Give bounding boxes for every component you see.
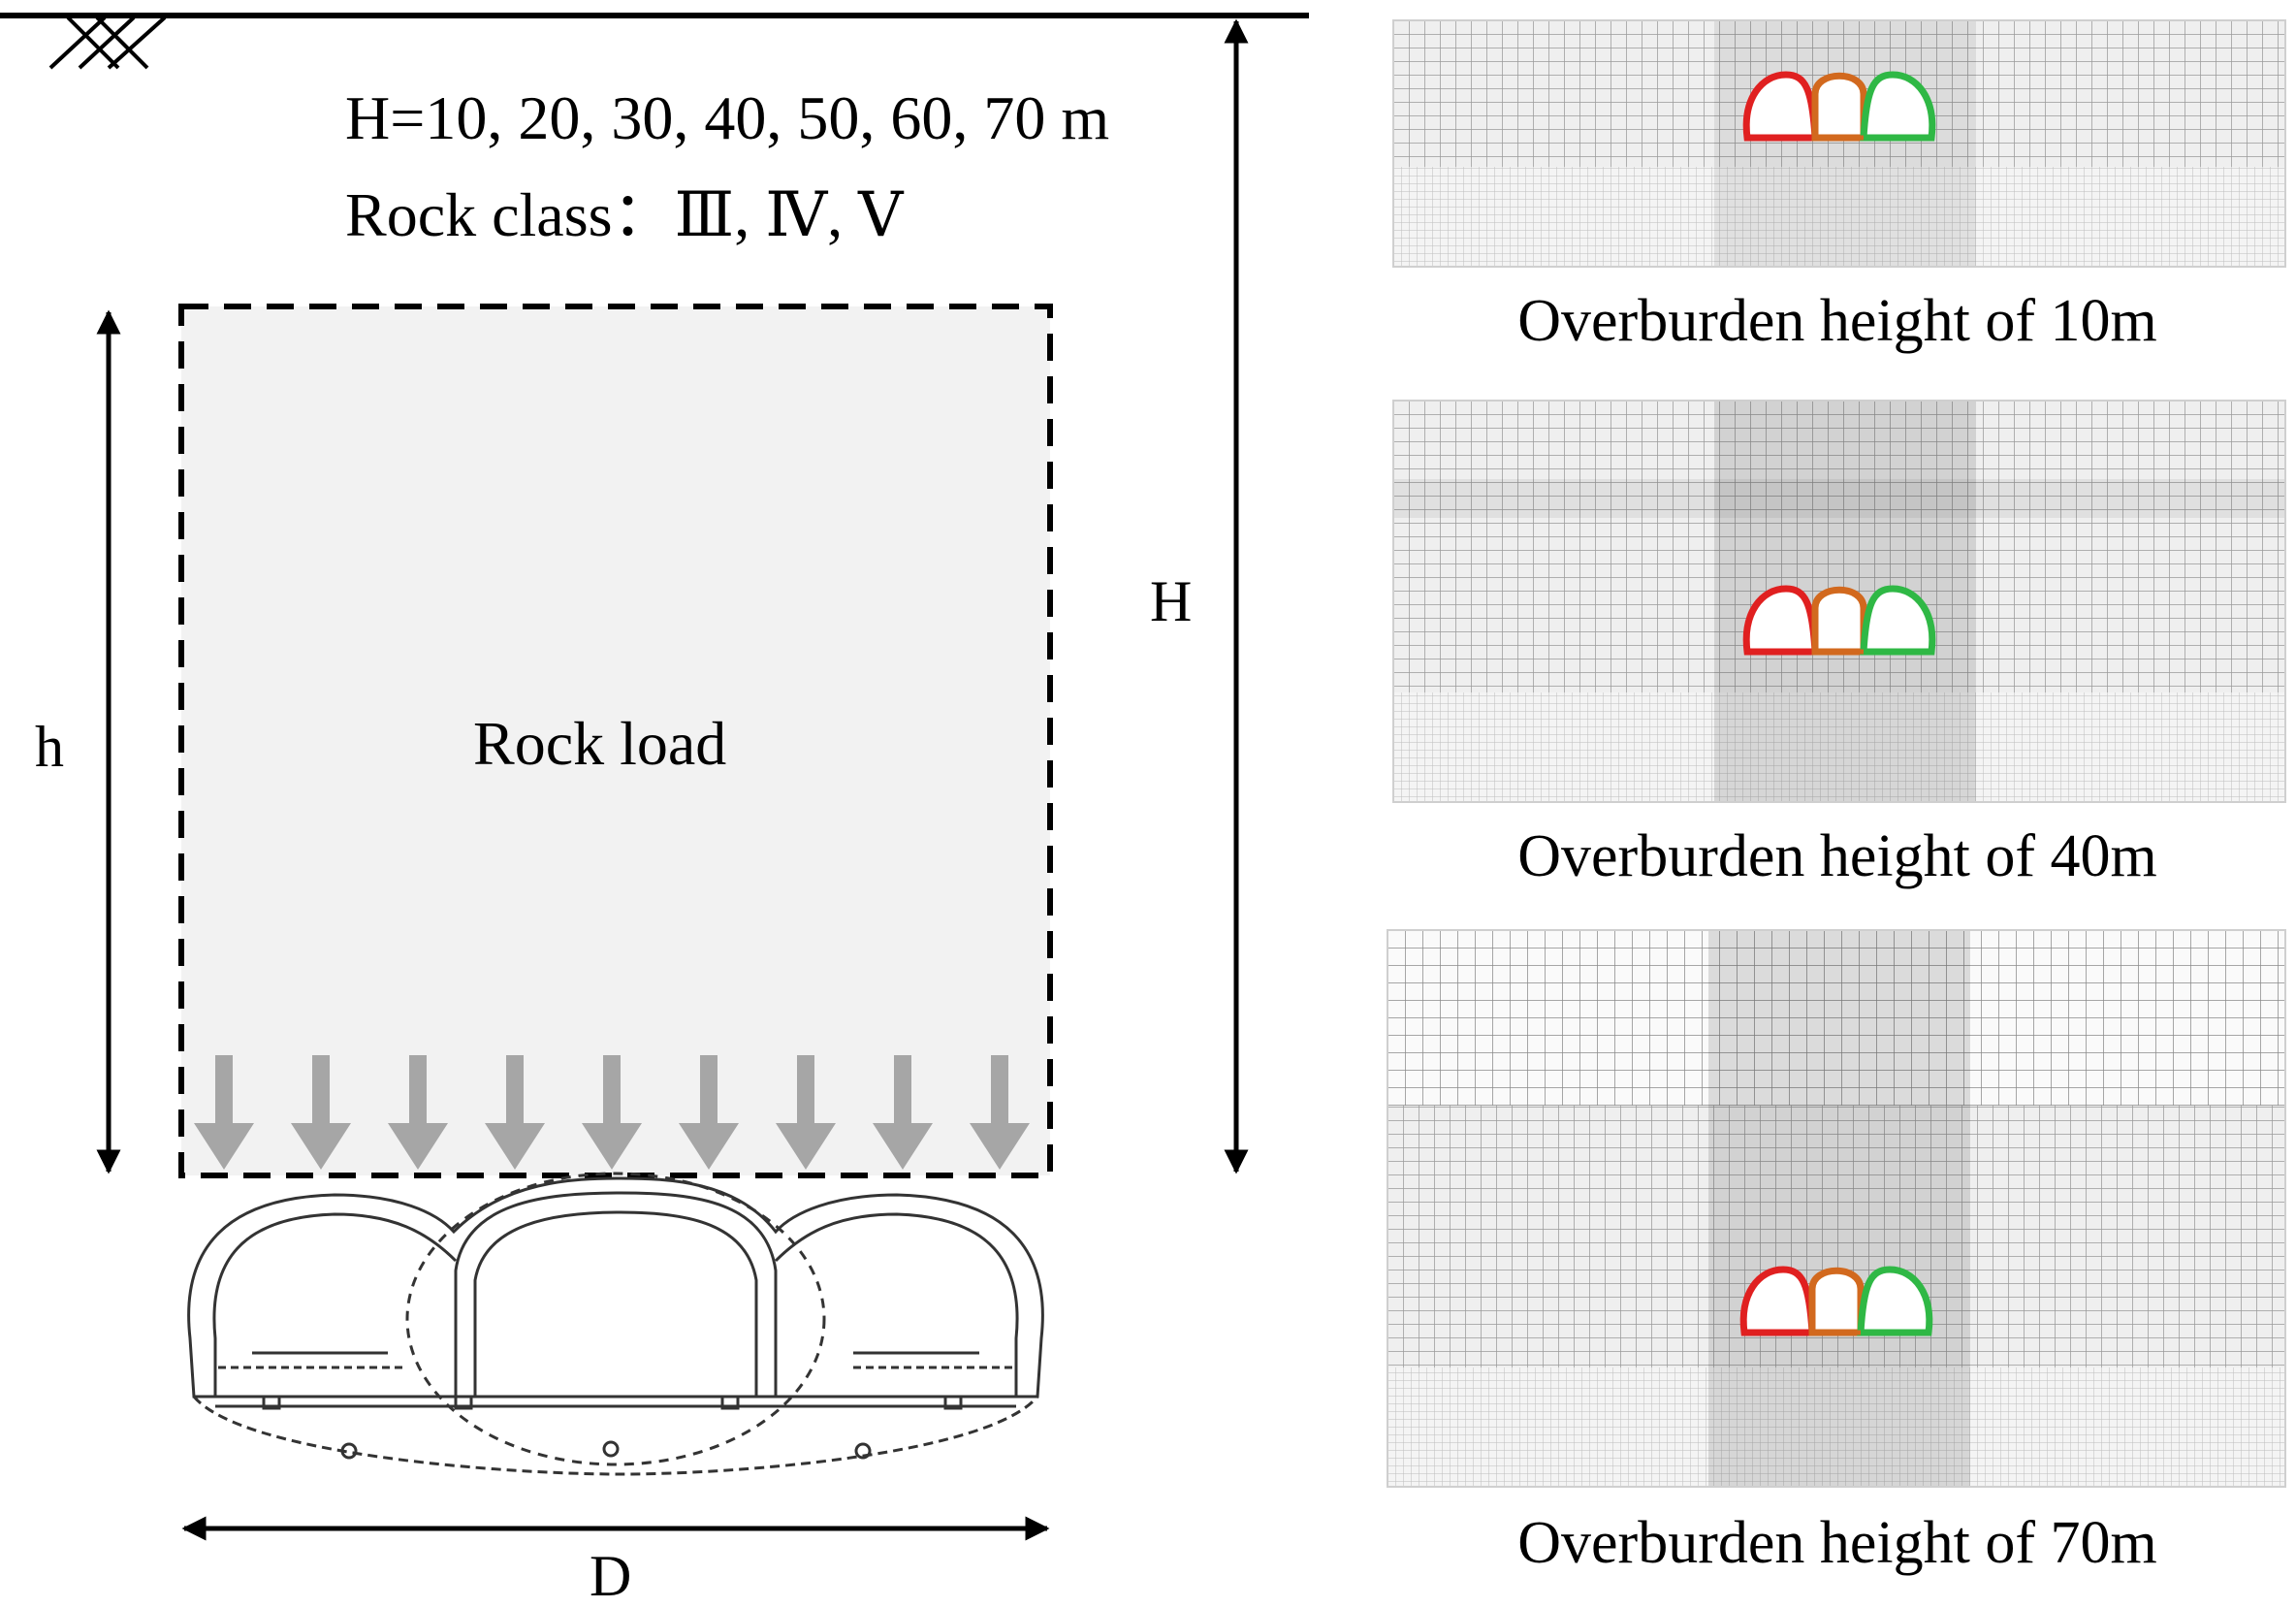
rock-class-text: Rock class：Ⅲ, Ⅳ, Ⅴ [345,180,904,249]
tunnel-model-10m [1742,71,1936,142]
mesh-panel-10m [1392,19,2286,268]
load-arrow-2 [291,1055,351,1170]
tunnel-model-40m [1742,585,1936,656]
mesh-panel-70m [1387,929,2286,1488]
caption-70m: Overburden height of 70m [1517,1510,2157,1576]
load-arrow-9 [970,1055,1030,1170]
rock-load-region [178,304,1053,1178]
tunnel-load-diagram [0,13,1309,1541]
load-arrow-7 [776,1055,836,1170]
h-label: h [35,715,64,779]
H-label: H [1150,569,1193,633]
tunnel-cross-section [187,1172,1044,1476]
caption-40m: Overburden height of 40m [1517,823,2157,889]
tunnel-model-70m [1739,1266,1933,1336]
load-arrow-3 [388,1055,448,1170]
rock-load-label: Rock load [473,709,727,778]
load-arrow-6 [679,1055,739,1170]
load-arrow-5 [582,1055,642,1170]
load-arrow-8 [873,1055,933,1170]
caption-10m: Overburden height of 10m [1517,288,2157,354]
ground-hatch-symbol [48,16,167,70]
mesh-panel-40m [1392,400,2286,803]
load-arrow-1 [194,1055,254,1170]
load-arrows [194,1055,1030,1170]
D-label: D [590,1544,632,1608]
overburden-heights-text: H=10, 20, 30, 40, 50, 60, 70 m [345,83,1110,152]
load-arrow-4 [485,1055,545,1170]
